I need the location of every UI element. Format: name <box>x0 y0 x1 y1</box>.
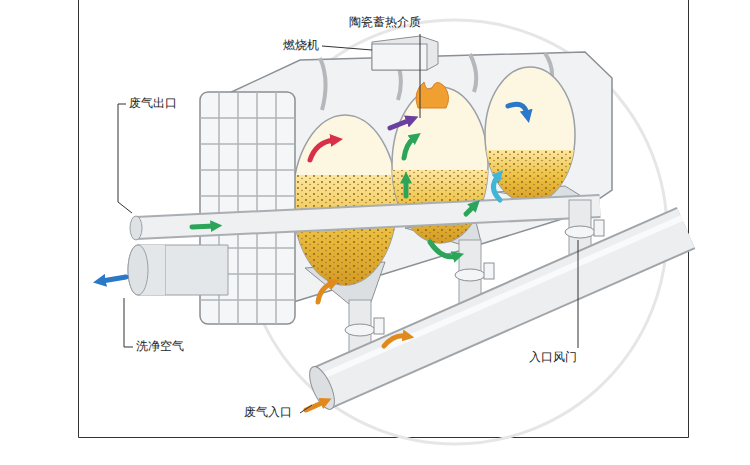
flow-arrow <box>192 226 214 227</box>
burner <box>372 44 427 70</box>
leader-line <box>118 104 132 213</box>
leader-line <box>322 46 372 50</box>
part-label: 入口风门 <box>528 350 578 365</box>
picture-frame <box>79 0 689 438</box>
inlet-pipe <box>322 228 686 388</box>
inlet-damper <box>484 263 494 279</box>
inlet-damper <box>594 220 604 236</box>
leader-line <box>300 405 312 413</box>
outlet-pipe <box>136 206 600 228</box>
picture-frame <box>79 437 689 438</box>
flow-arrow <box>306 402 324 410</box>
inlet-damper <box>345 324 375 336</box>
picture-frame <box>688 0 689 438</box>
leader-line <box>578 240 579 348</box>
burner-flame <box>416 82 449 108</box>
flow-arrow <box>466 206 474 214</box>
inlet-pipe <box>305 363 340 412</box>
leader-line <box>420 34 421 118</box>
flow-arrow <box>390 120 410 128</box>
outlet-pipe <box>165 245 228 295</box>
burner <box>372 36 438 70</box>
outlet-pipe <box>130 216 142 240</box>
outlet-pipe <box>136 206 600 228</box>
picture-frame <box>78 0 79 438</box>
flow-arrow <box>318 283 332 302</box>
inlet-pipe <box>318 218 682 378</box>
regenerator-chamber <box>290 67 580 295</box>
flow-arrow <box>404 180 409 196</box>
inlet-damper <box>455 269 485 281</box>
inlet-damper <box>565 226 595 238</box>
part-label: 陶瓷蓄热介质 <box>348 15 422 30</box>
flow-arrow <box>493 176 500 200</box>
flow-arrow <box>102 104 527 410</box>
regenerator-chamber <box>290 175 400 295</box>
leader-line <box>124 298 133 347</box>
part-label: 废气入口 <box>243 405 293 420</box>
part-label: 燃烧机 <box>282 38 320 53</box>
part-label: 废气出口 <box>128 96 178 111</box>
inlet-damper <box>374 318 384 334</box>
flow-arrow <box>508 104 527 114</box>
flow-arrow <box>310 140 334 160</box>
burner <box>372 36 438 70</box>
part-label: 洗净空气 <box>135 339 185 354</box>
outlet-pipe <box>128 245 148 295</box>
regenerator-chamber <box>290 175 400 295</box>
leader-line <box>118 34 578 413</box>
flow-arrow <box>404 138 414 158</box>
inlet-pipe <box>305 218 686 413</box>
inlet-pipe <box>322 228 686 388</box>
flow-arrow <box>384 336 406 346</box>
flow-arrow <box>102 277 126 281</box>
flow-arrow <box>430 242 456 257</box>
regenerator-chamber <box>290 175 400 295</box>
outlet-pipe <box>128 245 148 295</box>
burner-flame <box>416 82 449 108</box>
